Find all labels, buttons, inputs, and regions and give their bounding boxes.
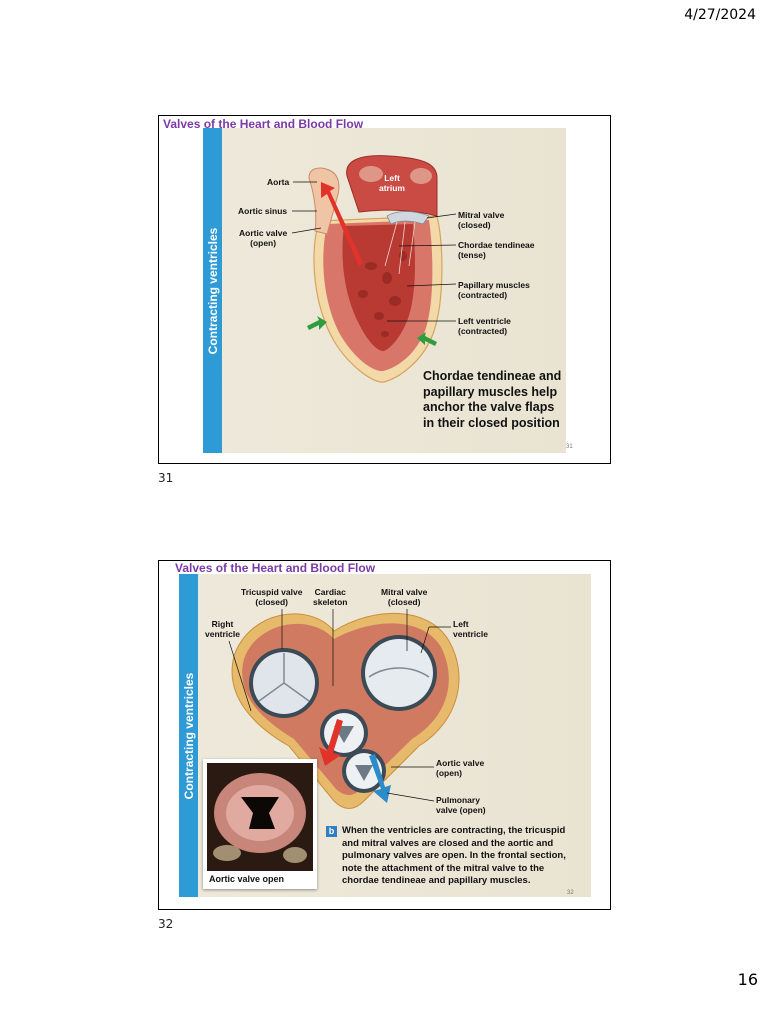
slide-32: Valves of the Heart and Blood Flow Contr… [158, 560, 611, 910]
side-label-bar: Contracting ventricles [179, 574, 198, 897]
aortic-valve-photo: Aortic valve open [203, 759, 317, 889]
photo-image [207, 763, 313, 871]
label-papillary-muscles: Papillary muscles (contracted) [458, 280, 530, 300]
mitral-valve-flaps [386, 211, 430, 225]
ventricle-cavity [342, 224, 415, 352]
blood-flow-arrow-red [321, 182, 363, 266]
slide-caption: Chordae tendineae and papillary muscles … [423, 369, 562, 430]
label-mitral-valve: Mitral valve (closed) [458, 210, 505, 230]
inner-slide-number: 32 [567, 890, 574, 896]
slide-caption: When the ventricles are contracting, the… [342, 825, 566, 886]
inner-slide-number: 31 [566, 444, 573, 450]
label-chordae-tendineae: Chordae tendineae (tense) [458, 240, 535, 260]
blood-flow-arrow-red [319, 719, 343, 766]
side-label-bar: Contracting ventricles [203, 128, 222, 453]
print-date: 4/27/2024 [684, 7, 756, 23]
photo-caption: Aortic valve open [209, 874, 285, 884]
valve-cross-section-illustration [228, 609, 460, 809]
label-tricuspid-valve: Tricuspid valve (closed) [241, 587, 303, 607]
label-cardiac-skeleton: Cardiac skeleton [313, 587, 348, 607]
green-arrow-left [307, 316, 327, 330]
label-aorta: Aorta [267, 177, 290, 187]
heart-section-illustration [291, 155, 457, 383]
blood-flow-arrow-blue [369, 754, 391, 803]
slide-title: Valves of the Heart and Blood Flow [163, 117, 364, 131]
label-right-ventricle: Right ventricle [205, 619, 240, 639]
label-mitral-valve: Mitral valve (closed) [381, 587, 428, 607]
label-left-ventricle: Left ventricle [453, 619, 488, 639]
label-aortic-valve: Aortic valve (open) [239, 228, 288, 248]
slide-31: Valves of the Heart and Blood Flow Contr… [158, 115, 611, 464]
label-aortic-sinus: Aortic sinus [238, 206, 288, 216]
slide-title: Valves of the Heart and Blood Flow [175, 561, 376, 575]
green-arrow-right [417, 332, 437, 346]
label-aortic-valve: Aortic valve (open) [436, 758, 485, 778]
page-number: 16 [737, 970, 758, 989]
aorta-vessel [308, 167, 340, 235]
label-left-atrium: Left atrium [379, 173, 405, 193]
slide-number-31: 31 [158, 471, 174, 485]
label-left-ventricle: Left ventricle (contracted) [458, 316, 511, 336]
label-pulmonary-valve: Pulmonary valve (open) [436, 795, 486, 815]
caption-badge: b [326, 826, 337, 837]
slide-number-32: 32 [158, 917, 174, 931]
